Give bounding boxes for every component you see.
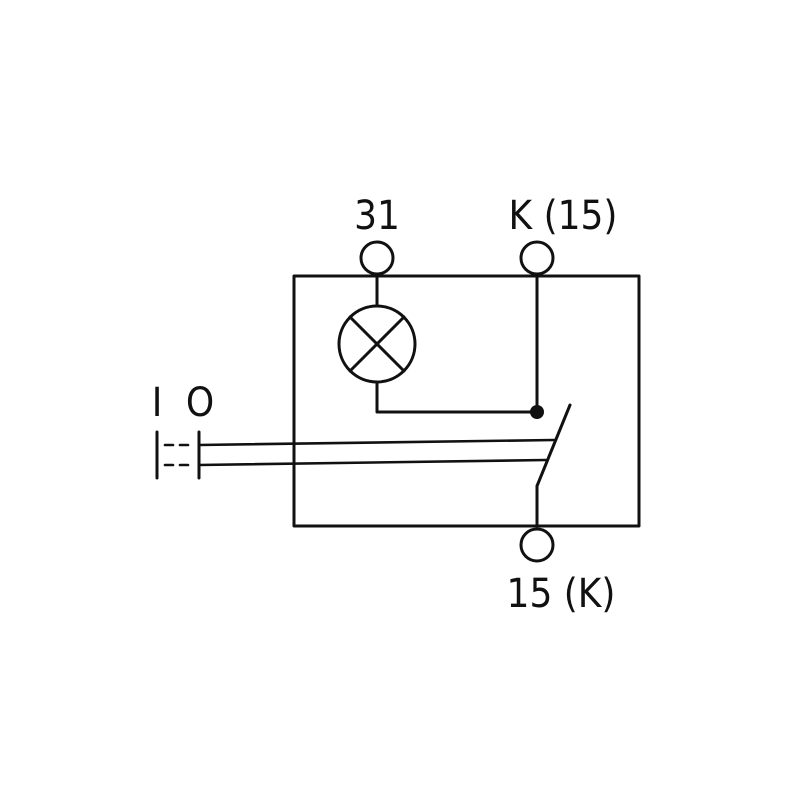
label-terminal-k15: K (15)	[509, 193, 618, 239]
lamp-icon	[337, 304, 417, 384]
terminal-15k	[519, 527, 555, 563]
label-position-on: I	[152, 380, 163, 426]
terminal-31	[359, 240, 395, 276]
wire-lamp-to-junction	[375, 380, 539, 414]
terminal-k15	[519, 240, 555, 276]
label-terminal-15k: 15 (K)	[507, 571, 616, 617]
actuator-linkage	[197, 438, 556, 467]
label-position-off: O	[186, 380, 214, 426]
switch-blade	[535, 403, 572, 488]
switch-housing	[292, 274, 641, 528]
label-terminal-31: 31	[354, 193, 400, 239]
actuator-knob	[155, 430, 201, 480]
junction-dot	[530, 405, 544, 419]
